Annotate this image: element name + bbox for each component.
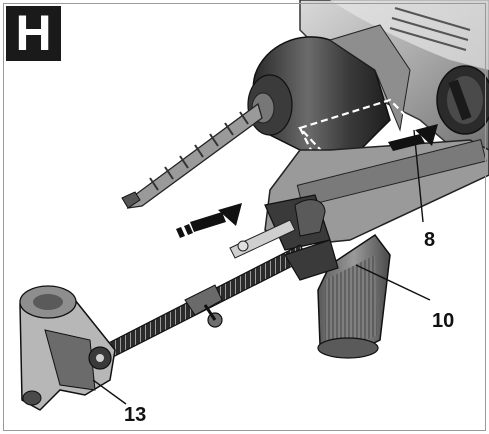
callout-8: 8 [424,229,436,251]
collar-arrow [388,124,438,151]
callout-leaders [92,129,431,405]
drill-bit [121,102,263,209]
depth-stop-rod [94,219,339,363]
figure-border [3,3,486,431]
dust-extraction-attachment [19,285,116,411]
callout-13: 13 [124,404,147,426]
auxiliary-handle-collar [264,138,489,251]
insertion-arrow [176,203,242,238]
figure-label: H [6,6,61,61]
callout-10: 10 [432,310,455,332]
drill-chuck [247,24,411,156]
